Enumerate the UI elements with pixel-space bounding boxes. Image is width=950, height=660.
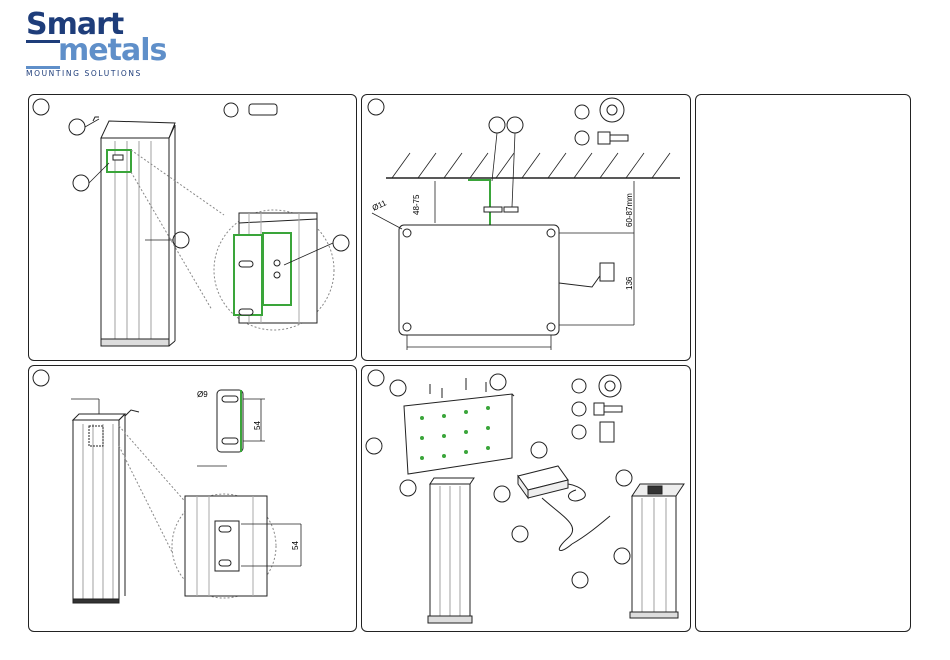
bracket-dimension-illustration bbox=[29, 366, 356, 631]
notes-panel bbox=[695, 94, 911, 632]
logo-underline-dark bbox=[26, 40, 60, 43]
step-panel-1 bbox=[28, 94, 357, 361]
height-range-label: 60-87mm bbox=[625, 193, 634, 227]
ceiling-plate-illustration bbox=[362, 95, 690, 360]
logo-word-metals: metals bbox=[58, 36, 166, 66]
brand-logo: Smart metals MOUNTING SOLUTIONS bbox=[26, 10, 146, 78]
step-panel-2: Ø11 48-75 60-87mm 136 bbox=[361, 94, 691, 361]
step-panel-3: Ø9 54 54 bbox=[28, 365, 357, 632]
bracket-hole-value: 9 bbox=[203, 390, 207, 399]
bracket-hole-label: Ø9 bbox=[197, 390, 208, 399]
gap-range-label: 48-75 bbox=[412, 195, 421, 215]
logo-tagline: MOUNTING SOLUTIONS bbox=[26, 69, 142, 78]
detail-spacing-label: 54 bbox=[291, 541, 300, 550]
column-bracket-illustration bbox=[29, 95, 356, 360]
bracket-spacing-label: 54 bbox=[253, 421, 262, 430]
offset-label: 136 bbox=[625, 277, 634, 290]
assembly-illustration bbox=[362, 366, 690, 631]
step-panel-4 bbox=[361, 365, 691, 632]
